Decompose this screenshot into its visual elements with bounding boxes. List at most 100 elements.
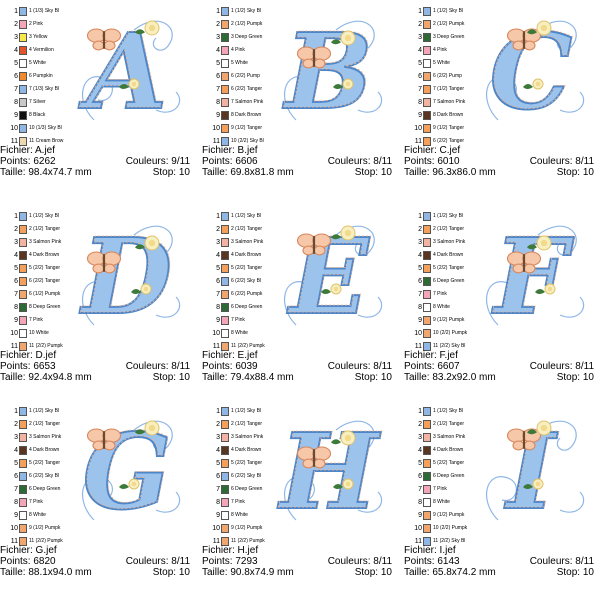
thread-name: 1 (1/3) Sky Bl <box>29 8 60 14</box>
thread-index: 8 <box>216 498 220 506</box>
thread-index: 5 <box>216 459 220 467</box>
thread-name: 4 Dark Brown <box>29 252 60 258</box>
thread-name: 3 Salmon Pink <box>433 239 466 245</box>
thread-name: 3 Salmon Pink <box>231 434 264 440</box>
thread-name: 6 (2/2) Sky Bl <box>231 473 262 479</box>
monogram-letter: H <box>277 410 381 533</box>
thread-name: 7 Pink <box>231 317 245 323</box>
swirl-ornament <box>155 296 181 318</box>
thread-index: 1 <box>216 407 220 415</box>
thread-swatch <box>19 523 27 533</box>
thread-index: 3 <box>418 433 422 441</box>
thread-name: 3 Salmon Pink <box>29 239 62 245</box>
thread-index: 4 <box>14 446 18 454</box>
thread-index: 2 <box>14 420 18 428</box>
thread-swatch <box>423 289 431 299</box>
design-size: Taille: 92.4x94.8 mm <box>0 372 92 383</box>
stitch-count: Points: 7293 <box>202 556 258 567</box>
thread-index: 4 <box>216 251 220 259</box>
thread-name: 1 (1/2) Sky Bl <box>231 213 262 219</box>
monogram-stitch-outline: F <box>492 214 575 337</box>
thread-name: 8 White <box>29 512 46 518</box>
swirl-ornament <box>357 296 383 318</box>
thread-name: 11 (2/2) Pumpk <box>231 538 265 544</box>
thread-index: 3 <box>418 238 422 246</box>
rose-icon <box>333 78 354 90</box>
thread-swatch <box>221 32 229 42</box>
thread-name: 7 Pink <box>29 317 43 323</box>
thread-index: 11 <box>212 342 220 350</box>
thread-index: 4 <box>216 446 220 454</box>
thread-name: 3 Deep Green <box>231 34 263 40</box>
file-name: Fichier: C.jef <box>404 145 461 156</box>
thread-swatch <box>423 445 431 455</box>
thread-swatch <box>19 45 27 55</box>
thread-name: 4 Pink <box>433 47 447 53</box>
thread-name: 9 (1/2) Pumpk <box>433 512 465 518</box>
file-name: Fichier: G.jef <box>0 545 57 556</box>
thread-index: 10 <box>414 124 422 132</box>
thread-name: 11 (2/2) Pumpk <box>29 343 63 349</box>
thread-name: 5 (2/2) Tanger <box>231 460 263 466</box>
thread-swatch <box>19 123 27 133</box>
color-count: Couleurs: 8/11 <box>327 556 392 567</box>
stitch-count: Points: 6010 <box>404 156 460 167</box>
thread-name: 11 (2/2) Pumpk <box>29 538 63 544</box>
thread-name: 2 (1/2) Tanger <box>29 226 61 232</box>
thread-swatch <box>19 510 27 520</box>
thread-name: 4 Pink <box>231 47 245 53</box>
color-count: Couleurs: 8/11 <box>529 156 594 167</box>
thread-index: 5 <box>216 264 220 272</box>
thread-name: 6 (2/2) Sky Bl <box>231 278 262 284</box>
monogram-letter: D <box>79 215 172 338</box>
thread-index: 7 <box>418 85 422 93</box>
thread-index: 2 <box>418 225 422 233</box>
thread-swatch <box>19 224 27 234</box>
thread-name: 11 (2/2) Sky Bl <box>433 538 466 544</box>
swirl-ornament <box>335 420 375 451</box>
rose-icon <box>135 235 160 251</box>
thread-index: 9 <box>418 316 422 324</box>
design-size: Taille: 90.8x74.9 mm <box>202 567 294 578</box>
thread-index: 1 <box>418 7 422 15</box>
thread-index: 9 <box>216 316 220 324</box>
thread-name: 10 (2/2) Pumpk <box>433 330 468 336</box>
thread-name: 11 (2/2) Sky Bl <box>433 343 466 349</box>
embroidery-preview: AA <box>77 9 181 134</box>
thread-index: 2 <box>418 420 422 428</box>
thread-name: 4 Dark Brown <box>433 447 464 453</box>
swirl-ornament <box>537 20 577 51</box>
thread-name: 7 Silver <box>29 99 46 105</box>
stop-count: Stop: 10 <box>354 167 392 178</box>
thread-swatch <box>423 211 431 221</box>
thread-name: 2 (1/2) Pumpk <box>433 21 465 27</box>
thread-swatch <box>19 432 27 442</box>
color-count: Couleurs: 8/11 <box>327 361 392 372</box>
